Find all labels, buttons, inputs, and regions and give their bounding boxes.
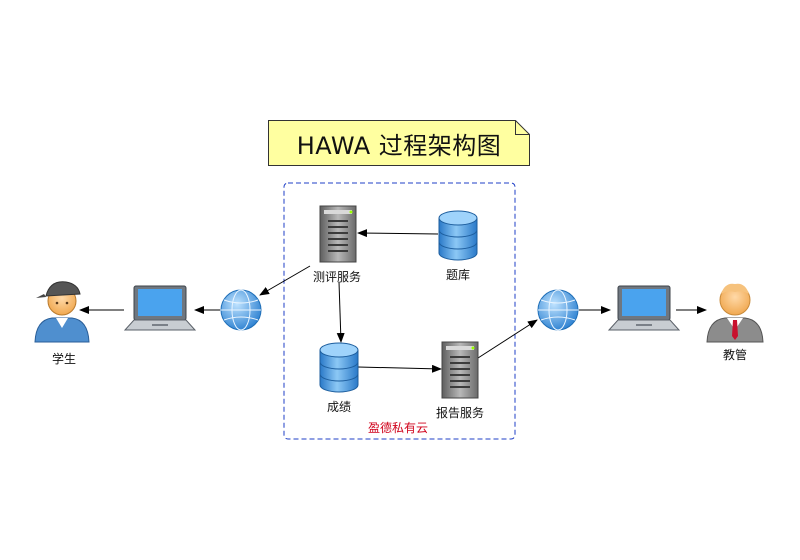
question-bank-label: 题库 [445, 268, 471, 282]
edge-eval-to-scores [336, 281, 345, 343]
server-icon [319, 205, 357, 263]
database-icon [319, 342, 359, 393]
connectors [79, 229, 707, 373]
globe-icon [537, 289, 579, 331]
laptop-icon [607, 285, 681, 331]
private-cloud-label: 盈德私有云 [367, 421, 429, 435]
laptop-icon [123, 285, 197, 331]
report-service-label: 报告服务 [435, 406, 485, 420]
scores-label: 成绩 [326, 400, 352, 414]
edge-report-to-globe-right [477, 319, 538, 359]
database-icon [438, 210, 478, 261]
diagram-title-note: HAWA 过程架构图 [268, 120, 530, 166]
student-user-icon [34, 281, 90, 343]
edge-questionbank-to-eval [357, 229, 439, 238]
edge-scores-to-report [357, 364, 442, 373]
admin-label: 教管 [722, 348, 748, 362]
eval-service-label: 测评服务 [312, 270, 362, 284]
edge-eval-to-globe-left [259, 265, 311, 296]
diagram-title: HAWA 过程架构图 [296, 131, 502, 160]
admin-user-icon [706, 283, 764, 343]
private-cloud-boundary [283, 182, 516, 440]
globe-icon [220, 289, 262, 331]
student-label: 学生 [51, 352, 77, 366]
server-icon [441, 341, 479, 399]
